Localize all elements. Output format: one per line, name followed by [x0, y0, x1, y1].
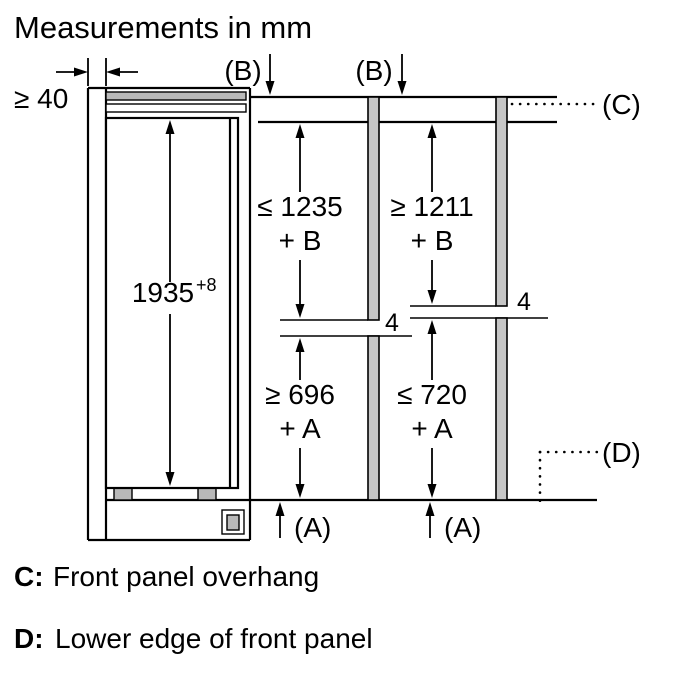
- d-label: (D): [602, 437, 641, 468]
- plinth-bracket-inner: [226, 514, 240, 531]
- dimension-value: ≥ 1211: [390, 191, 473, 222]
- panel-gap-right: 4: [410, 288, 548, 319]
- arrowhead-down-icon: [427, 290, 437, 304]
- dimension-value: ≤ 720: [397, 379, 467, 410]
- legend-c-key: C:: [14, 561, 44, 592]
- b-label: (B): [224, 55, 261, 86]
- gap-value: 4: [517, 288, 531, 316]
- arrowhead-down-icon: [397, 81, 407, 95]
- appliance-outline: [104, 116, 240, 490]
- legend-c-text: Front panel overhang: [53, 561, 319, 592]
- lower-right-dimension: ≤ 720 + A: [397, 320, 467, 498]
- dimension-value: ≤ 1235: [257, 191, 342, 222]
- dimension-suffix: + A: [279, 413, 321, 444]
- a-label: (A): [294, 512, 331, 543]
- top-air-gap: [105, 103, 247, 113]
- arrowhead-right-icon: [74, 67, 88, 77]
- lower-left-dimension: ≥ 696 + A: [265, 338, 335, 498]
- diagram-title: Measurements in mm: [14, 10, 312, 45]
- reference-c: (C): [510, 89, 641, 120]
- front-panel-right-upper: [495, 96, 508, 307]
- niche-height-tolerance: +8: [196, 275, 217, 295]
- legend-d-key: D:: [14, 623, 44, 654]
- front-panel-middle-upper: [367, 96, 380, 321]
- arrowhead-up-icon: [165, 120, 175, 134]
- niche-height-value: 1935: [132, 277, 194, 308]
- appliance-foot: [113, 487, 133, 501]
- panel-gap-middle: 4: [280, 309, 412, 337]
- legend-d-text: Lower edge of front panel: [55, 623, 373, 654]
- arrowhead-up-icon: [295, 338, 305, 352]
- arrowhead-up-icon: [427, 320, 437, 334]
- legend: C: Front panel overhang D: Lower edge of…: [14, 561, 373, 654]
- c-label: (C): [602, 89, 641, 120]
- appliance-body: [104, 116, 240, 490]
- arrowhead-down-icon: [265, 81, 275, 95]
- wall-gap-label: ≥ 40: [14, 83, 68, 114]
- top-trim-strip: [105, 91, 247, 101]
- wall-gap-dimension: ≥ 40: [14, 58, 138, 114]
- arrowhead-down-icon: [165, 472, 175, 486]
- b-label: (B): [355, 55, 392, 86]
- dimension-suffix: + B: [279, 225, 322, 256]
- a-label: (A): [444, 512, 481, 543]
- reference-d: (D): [538, 437, 641, 509]
- dimension-suffix: + B: [411, 225, 454, 256]
- arrowhead-down-icon: [295, 304, 305, 318]
- appliance-foot: [197, 487, 217, 501]
- front-panel-right-lower: [495, 317, 508, 501]
- dimension-suffix: + A: [411, 413, 453, 444]
- gap-value: 4: [385, 309, 399, 337]
- front-panel-middle-lower: [367, 335, 380, 501]
- front-panels: [367, 96, 508, 501]
- bottom-a-left: (A): [275, 502, 331, 543]
- overhang-b-right: (B): [355, 54, 407, 95]
- arrowhead-up-icon: [425, 502, 435, 516]
- top-reference-lines: [250, 95, 557, 124]
- overhang-b-left: (B): [224, 54, 275, 95]
- arrowhead-up-icon: [275, 502, 285, 516]
- niche-height-dimension: 1935 +8: [132, 120, 217, 486]
- arrowhead-up-icon: [295, 124, 305, 138]
- bottom-a-right: (A): [425, 502, 481, 543]
- upper-right-dimension: ≥ 1211 + B: [390, 124, 474, 304]
- arrowhead-down-icon: [427, 484, 437, 498]
- arrowhead-left-icon: [106, 67, 120, 77]
- dimension-value: ≥ 696: [265, 379, 335, 410]
- arrowhead-up-icon: [427, 124, 437, 138]
- arrowhead-down-icon: [295, 484, 305, 498]
- upper-left-dimension: ≤ 1235 + B: [257, 124, 343, 318]
